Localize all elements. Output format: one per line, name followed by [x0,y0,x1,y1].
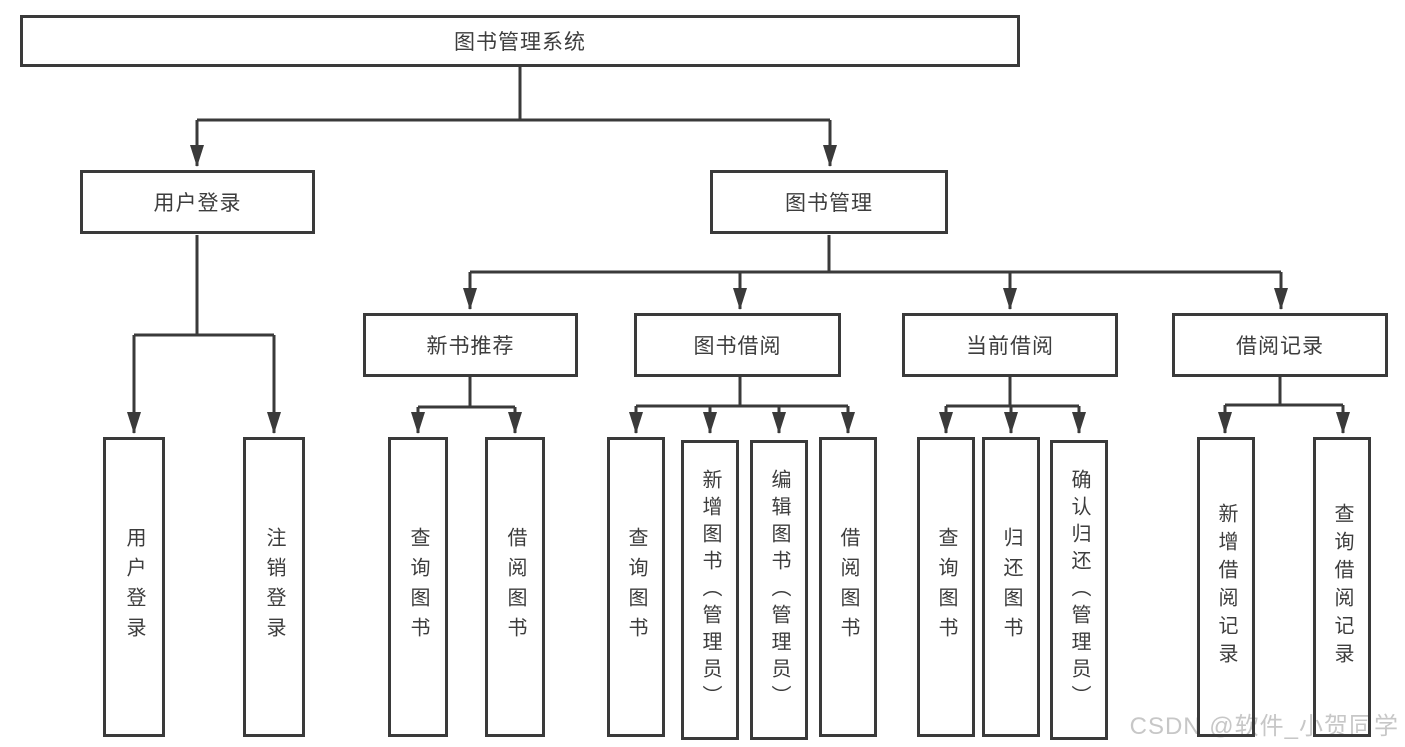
leaf-borrow-books-recommend: 借阅图书 [485,437,545,737]
leaf-user-login: 用户登录 [103,437,165,737]
leaf-label: 借阅图书 [504,527,526,647]
connector-book-borrow-trunk [636,377,848,408]
node-current-borrow: 当前借阅 [902,313,1118,377]
leaf-return-book: 归还图书 [982,437,1040,737]
connector-new-book-recommend-trunk [418,377,515,409]
node-new-book-recommend: 新书推荐 [363,313,578,377]
leaf-label: 新增借阅记录 [1215,503,1237,671]
node-book-management: 图书管理 [710,170,948,234]
leaf-borrow-book: 借阅图书 [819,437,877,737]
leaf-label: 新增图书（管理员） [699,468,721,712]
connector-root-trunk [197,67,830,122]
connector-book-management-trunk [470,235,1281,274]
leaf-edit-book-admin: 编辑图书（管理员） [750,440,808,740]
leaf-add-borrow-record: 新增借阅记录 [1197,437,1255,737]
node-user-login: 用户登录 [80,170,315,234]
leaf-label: 注销登录 [263,527,285,647]
connector-user-login-trunk [134,235,274,337]
leaf-label: 查询图书 [407,527,429,647]
leaf-label: 查询图书 [935,527,957,647]
leaf-label: 确认归还（管理员） [1068,468,1090,712]
node-borrow-records: 借阅记录 [1172,313,1388,377]
leaf-label: 归还图书 [1000,527,1022,647]
leaf-label: 用户登录 [123,527,145,647]
leaf-label: 借阅图书 [837,527,859,647]
leaf-add-book-admin: 新增图书（管理员） [681,440,739,740]
leaf-query-books-recommend: 查询图书 [388,437,448,737]
leaf-query-books-current: 查询图书 [917,437,975,737]
leaf-query-books-borrow: 查询图书 [607,437,665,737]
node-root: 图书管理系统 [20,15,1020,67]
node-book-borrow: 图书借阅 [634,313,841,377]
leaf-label: 查询借阅记录 [1331,503,1353,671]
leaf-label: 查询图书 [625,527,647,647]
leaf-logout: 注销登录 [243,437,305,737]
leaf-query-borrow-record: 查询借阅记录 [1313,437,1371,737]
connector-borrow-records-trunk [1225,377,1343,407]
connector-current-borrow-trunk [946,377,1079,408]
leaf-label: 编辑图书（管理员） [768,468,790,712]
leaf-confirm-return-admin: 确认归还（管理员） [1050,440,1108,740]
